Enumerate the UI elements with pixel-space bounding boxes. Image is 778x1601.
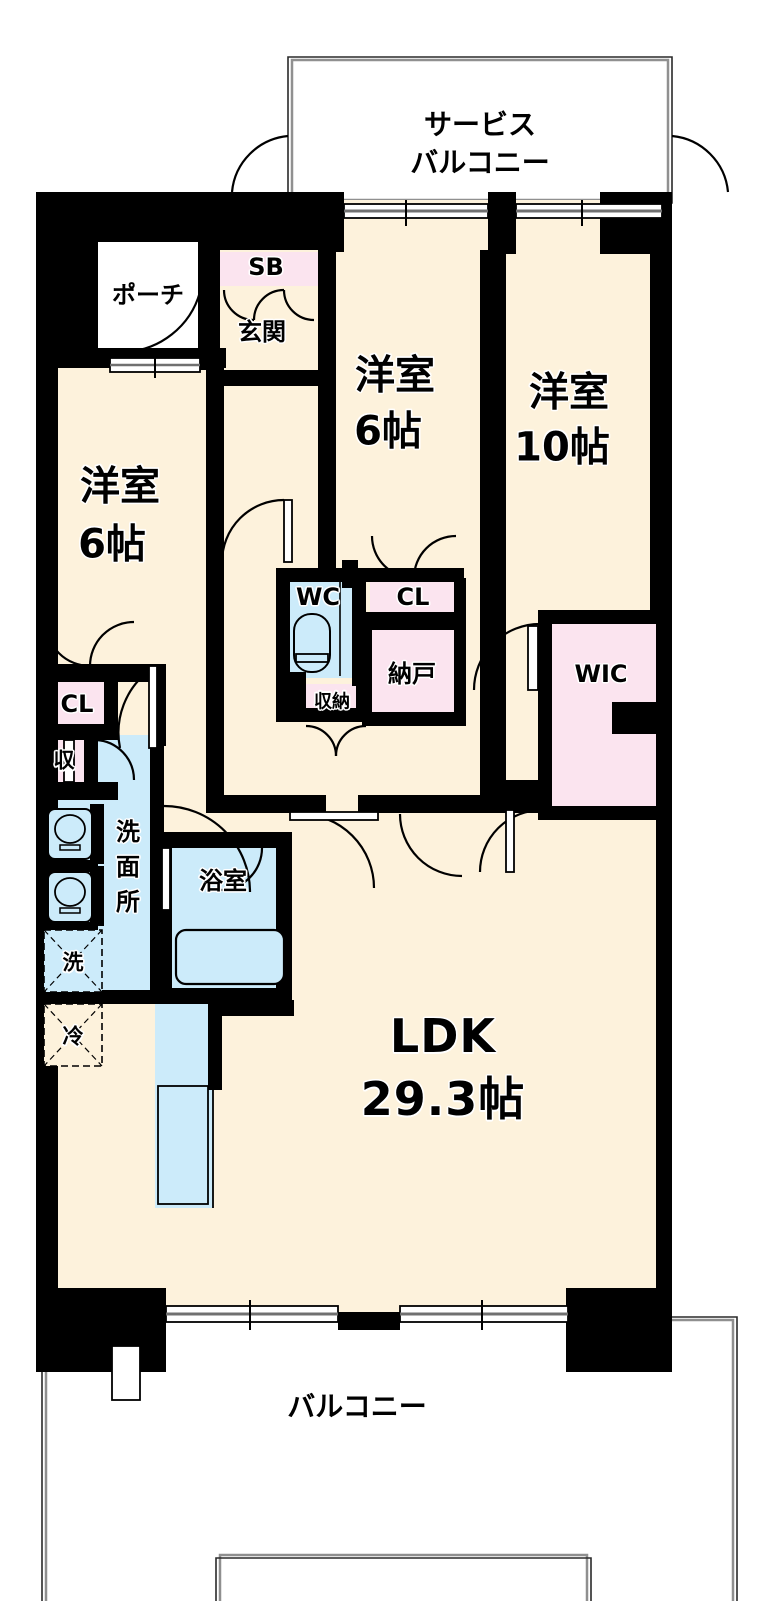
door-leaves	[63, 499, 539, 911]
windows	[109, 200, 663, 1401]
service-balcony-region	[287, 56, 673, 204]
vanity-basin-lower	[47, 871, 93, 923]
bath-tub	[174, 928, 286, 986]
refrigerator-placement	[43, 1003, 103, 1067]
kitchen-sink	[157, 1000, 214, 1208]
vanity-basin-upper	[47, 808, 93, 860]
washer-placement	[43, 929, 103, 993]
door-swings	[44, 134, 730, 893]
toilet-fixture	[293, 580, 341, 676]
main-balcony-region	[41, 1316, 738, 1601]
walls	[36, 192, 672, 1372]
